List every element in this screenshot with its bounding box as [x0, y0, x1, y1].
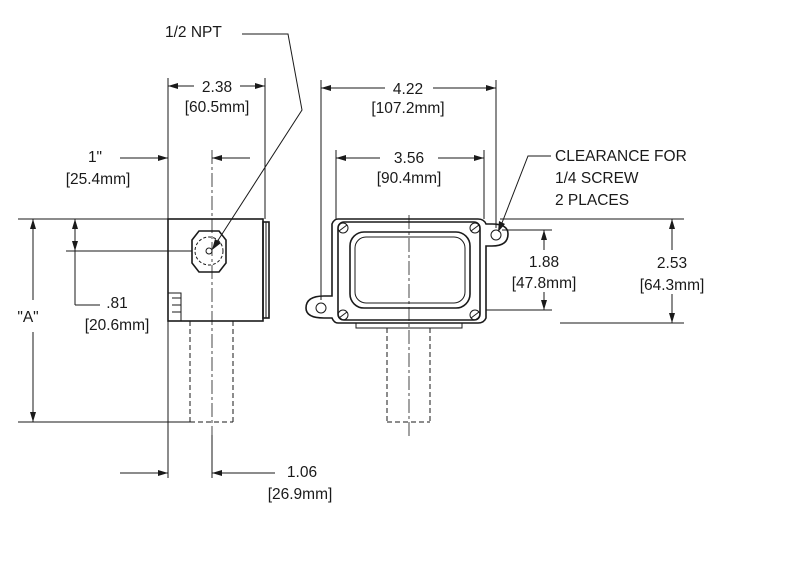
dim-conduit-offset-mm: [25.4mm] [66, 171, 131, 188]
dim-front-overall-width-mm: [107.2mm] [371, 100, 444, 117]
dim-front-inner-width-inch: 3.56 [394, 150, 424, 167]
dim-front-inner-height-mm: [47.8mm] [512, 275, 577, 292]
dim-front-inner-height-inch: 1.88 [529, 254, 559, 271]
npt-fitting-bore [194, 236, 224, 266]
dim-conduit-dia-inch: 1.06 [287, 464, 317, 481]
npt-fitting-hex [191, 230, 227, 273]
front-window [349, 231, 471, 309]
dim-front-inner-width-mm: [90.4mm] [377, 170, 442, 187]
dim-npt-height-inch: .81 [106, 295, 128, 312]
front-flange-outline [305, 218, 509, 324]
dim-side-width-mm: [60.5mm] [185, 99, 250, 116]
clearance-note-line-2: 1/4 SCREW [555, 170, 639, 187]
clearance-leader [499, 155, 551, 229]
dim-front-overall-height-mm: [64.3mm] [640, 277, 705, 294]
dim-side-width-inch: 2.38 [202, 79, 232, 96]
mount-hole-right [490, 229, 502, 241]
dim-height-a: "A" [17, 309, 38, 326]
mount-hole-left [315, 302, 327, 314]
dim-conduit-dia-mm: [26.9mm] [268, 486, 333, 503]
dim-front-overall-width-inch: 4.22 [393, 81, 423, 98]
clearance-note-line-3: 2 PLACES [555, 192, 629, 209]
npt-label: 1/2 NPT [165, 24, 222, 41]
npt-leader [214, 33, 303, 246]
side-housing-body [167, 218, 264, 322]
side-housing-tab [167, 292, 182, 322]
cover-screws [337, 222, 481, 321]
side-view: 2.38 [60.5mm] 1" [25.4mm] 1/2 NPT "A" .8… [17, 24, 332, 503]
front-view: 4.22 [107.2mm] 3.56 [90.4mm] CLEARANCE F… [305, 80, 705, 436]
dim-conduit-offset-inch: 1" [88, 149, 102, 166]
clearance-note-line-1: CLEARANCE FOR [555, 148, 687, 165]
dim-front-overall-height-inch: 2.53 [657, 255, 687, 272]
dim-npt-height-mm: [20.6mm] [85, 317, 150, 334]
